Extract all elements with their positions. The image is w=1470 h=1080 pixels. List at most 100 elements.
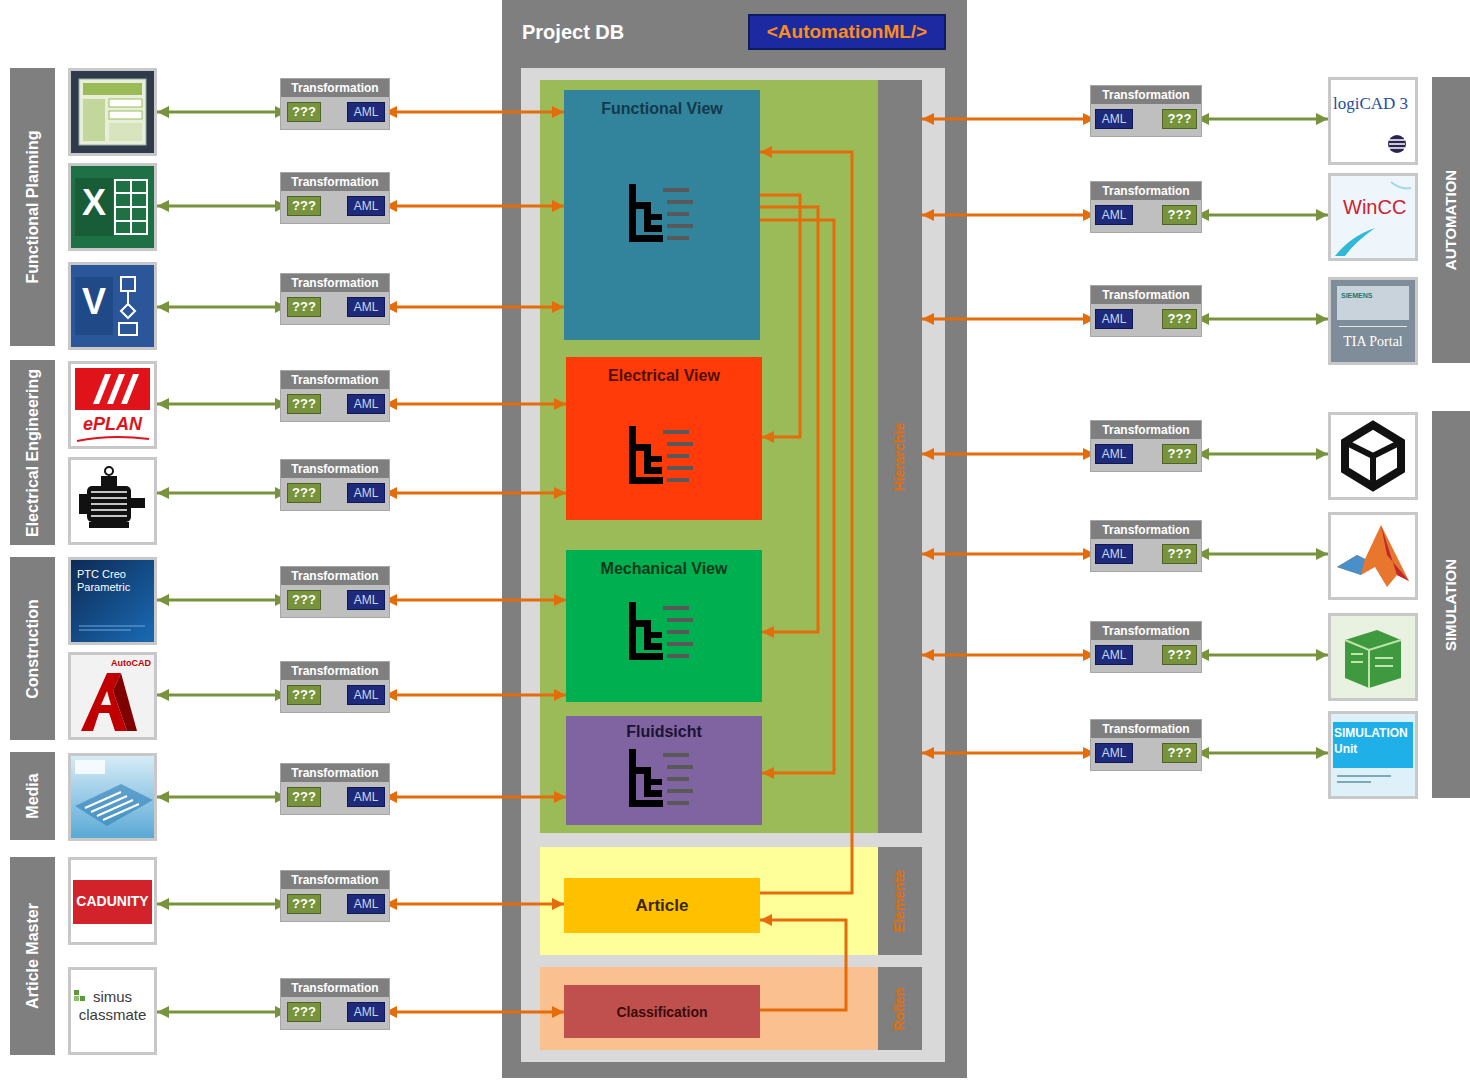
cube-icon — [1328, 613, 1418, 701]
aml-format-box: AML — [347, 483, 385, 503]
tool-connector — [157, 796, 287, 799]
path-part — [1351, 654, 1393, 666]
logicad-icon: logiCAD 3 — [1328, 77, 1418, 165]
aml-format-box: AML — [347, 590, 385, 610]
category-band: Construction — [10, 557, 55, 740]
category-label: Functional Planning — [24, 74, 42, 340]
view-box: Functional View — [564, 90, 760, 340]
icon-brand: SIEMENS — [1341, 292, 1401, 300]
data-connector — [922, 318, 1095, 321]
icon-picture — [71, 71, 154, 153]
unknown-format-box: ??? — [287, 685, 321, 705]
path-part — [77, 437, 149, 441]
path-part — [79, 626, 145, 630]
transformation-label: Transformation — [281, 979, 389, 997]
data-connector — [922, 553, 1095, 556]
format-label: ??? — [1163, 545, 1196, 563]
icon-brand: WinCC — [1343, 196, 1411, 219]
transformation-label: Transformation — [281, 567, 389, 585]
rect-part — [667, 224, 693, 228]
badge-label: <AutomationML/> — [750, 21, 944, 43]
rect-part — [71, 460, 154, 542]
path-part — [101, 691, 111, 705]
transformation-box: TransformationAML??? — [1090, 621, 1202, 673]
aml-format-box: AML — [347, 394, 385, 414]
transformation-label: Transformation — [1091, 521, 1201, 539]
rect-part — [74, 996, 79, 1001]
path-part — [1337, 555, 1365, 575]
aml-format-box: AML — [347, 297, 385, 317]
unknown-format-box: ??? — [287, 102, 321, 122]
tool-connector — [157, 403, 287, 406]
transformation-label: Transformation — [1091, 421, 1201, 439]
transformation-label: Transformation — [1091, 182, 1201, 200]
rect-part — [1331, 176, 1415, 258]
format-label: AML — [348, 788, 384, 806]
tool-connector — [157, 306, 287, 309]
category-label: Article Master — [24, 863, 42, 1049]
automationml-badge: <AutomationML/> — [748, 14, 946, 50]
tool-connector — [1197, 553, 1328, 556]
rect-part — [87, 486, 131, 522]
hierarchy-glyph — [629, 426, 695, 488]
rect-part — [131, 498, 145, 508]
unknown-format-box: ??? — [1162, 645, 1197, 665]
hierarchy-glyph — [629, 184, 695, 246]
icon-brand: TIA Portal — [1335, 334, 1411, 350]
rect-part — [1331, 80, 1415, 162]
icon-brand: simus classmate — [75, 988, 150, 1024]
format-label: ??? — [1163, 744, 1196, 762]
icon-picture — [1331, 515, 1415, 597]
rect-part — [663, 188, 689, 192]
transformation-label: Transformation — [281, 764, 389, 782]
format-label: ??? — [1163, 445, 1196, 463]
category-label: SIMULATION — [1443, 417, 1460, 792]
aml-format-box: AML — [1095, 205, 1133, 225]
rect-part — [109, 123, 142, 141]
rect-part — [644, 643, 662, 650]
tool-connector — [1197, 118, 1328, 121]
transformation-box: TransformationAML??? — [1090, 520, 1202, 572]
path-part — [1345, 640, 1401, 688]
aml-format-box: AML — [1095, 544, 1133, 564]
data-connector — [385, 903, 564, 906]
rect-part — [644, 225, 662, 232]
transformation-box: TransformationAML??? — [1090, 85, 1202, 137]
circle-part — [1388, 135, 1406, 153]
rect-part — [667, 478, 689, 482]
rect-part — [1331, 280, 1415, 362]
data-connector — [922, 214, 1095, 217]
unknown-format-box: ??? — [1162, 109, 1197, 129]
rect-part — [71, 364, 154, 446]
simus-icon: simus classmate — [68, 967, 157, 1055]
path-part — [1345, 630, 1401, 688]
format-label: AML — [348, 484, 384, 502]
rect-part — [71, 970, 154, 1052]
tool-connector — [157, 694, 287, 697]
transformation-label: Transformation — [281, 274, 389, 292]
path-part — [1391, 182, 1411, 188]
rect-part — [71, 71, 154, 153]
data-connector — [385, 1011, 564, 1014]
rect-part — [71, 560, 154, 642]
rect-part — [1331, 415, 1415, 497]
rect-part — [79, 494, 87, 514]
format-label: AML — [348, 895, 384, 913]
hierarchy-area — [540, 80, 878, 833]
box-label: Classification — [564, 1004, 760, 1020]
view-box: Mechanical View — [566, 550, 762, 702]
data-connector — [760, 207, 818, 632]
format-label: AML — [348, 298, 384, 316]
format-label: ??? — [288, 686, 320, 704]
rect-part — [1339, 326, 1407, 327]
rect-part — [83, 99, 105, 141]
path-part — [1345, 442, 1401, 487]
rect-part — [663, 430, 689, 434]
transformation-box: Transformation???AML — [280, 661, 390, 713]
format-label: ??? — [1163, 646, 1196, 664]
rect-part — [629, 426, 636, 484]
rect-part — [75, 178, 113, 236]
icon-letter: V — [75, 281, 113, 322]
rect-part — [629, 800, 663, 807]
format-label: AML — [1096, 646, 1132, 664]
